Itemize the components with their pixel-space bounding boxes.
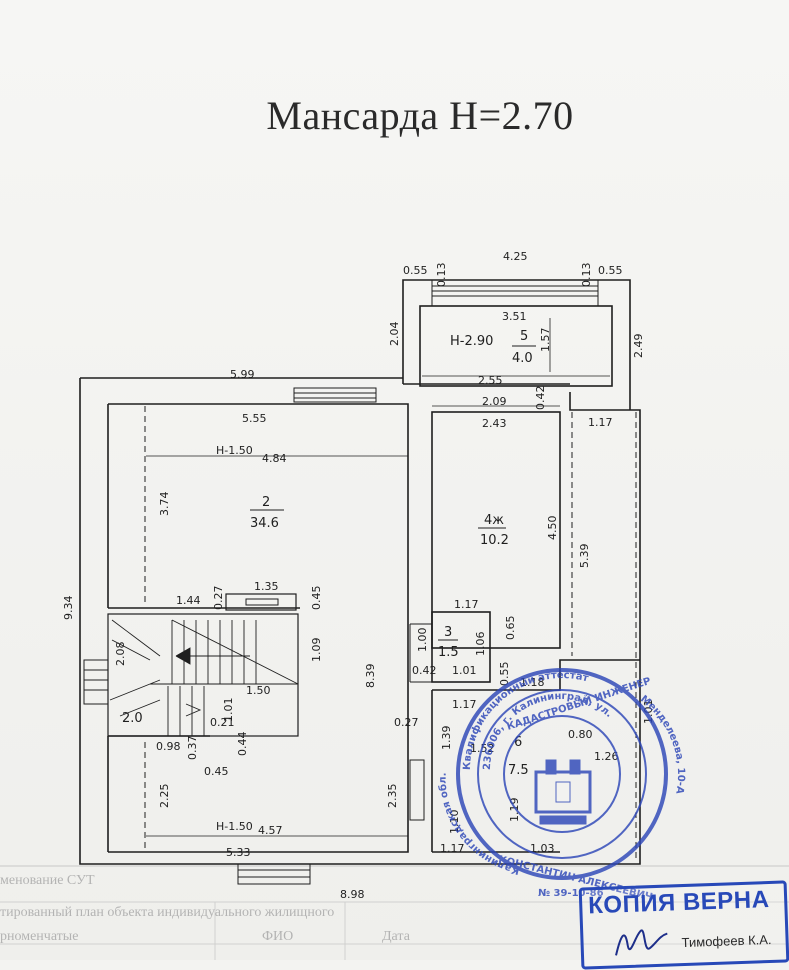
dim-8-39: 8.39 [364, 664, 377, 689]
room-1-area: 2.0 [122, 711, 143, 726]
copy-verified-label: КОПИЯ ВЕРНА [587, 886, 770, 920]
staircase [109, 619, 299, 736]
dim-0-55-left: 0.55 [403, 264, 428, 277]
room-3-wall [431, 611, 491, 683]
dim-1-01-a: 1.01 [222, 698, 235, 723]
dim-0-27-a: 0.27 [212, 586, 225, 611]
dim-1-01-b: 1.01 [452, 664, 477, 677]
dim-0-27-b: 0.27 [394, 716, 419, 729]
dim-0-44: 0.44 [236, 732, 249, 757]
dim-0-42: 0.42 [534, 386, 547, 411]
dim-0-80: 0.80 [568, 728, 593, 741]
room-2-area: 34.6 [250, 516, 279, 531]
dim-2-55: 2.55 [478, 374, 503, 387]
room-4-number: 4ж [484, 513, 504, 528]
dim-5-99: 5.99 [230, 368, 255, 381]
dim-h150-top: Н-1.50 [216, 444, 253, 457]
dim-1-17-mid: 1.17 [454, 598, 479, 611]
dim-3-51: 3.51 [502, 310, 527, 323]
dim-1-57: 1.57 [539, 328, 552, 353]
walls [79, 279, 641, 885]
dim-4-50: 4.50 [546, 516, 559, 541]
dim-2-49: 2.49 [632, 334, 645, 359]
footer-table: менование СУТ тированный план объекта ин… [0, 865, 789, 960]
dim-1-17-low: 1.17 [452, 698, 477, 711]
dimension-labels: 4.25 0.55 0.13 0.13 0.55 3.51 Н-2.90 5 4… [62, 250, 655, 901]
copy-verified-stamp: КОПИЯ ВЕРНА Тимофеев К.А. [578, 880, 789, 970]
dim-0-65: 0.65 [504, 616, 517, 641]
room-3-number: 3 [444, 625, 452, 640]
dim-1-50: 1.50 [246, 684, 271, 697]
room-2-wall [108, 403, 409, 853]
room-6-area: 7.5 [508, 763, 529, 778]
dim-5-39: 5.39 [578, 544, 591, 569]
dim-1-10: 1.10 [448, 810, 461, 835]
dim-4-25: 4.25 [503, 250, 528, 263]
balcony-outer-wall [402, 279, 631, 410]
room-5-number: 5 [520, 329, 528, 344]
footer-line-3: рноменчатые [0, 929, 78, 944]
room-2-number: 2 [262, 495, 270, 510]
footer-line-2: тированный план объекта индивидуального … [0, 905, 334, 920]
balcony-inner-wall [419, 305, 613, 387]
dim-0-13-right: 0.13 [580, 263, 593, 288]
stamp-license: № 39-10-86 [538, 888, 604, 899]
dim-8-98: 8.98 [340, 888, 365, 901]
dim-1-18: 1.18 [520, 676, 545, 689]
dim-4-57: 4.57 [258, 824, 283, 837]
footer-col-date: Дата [382, 929, 411, 944]
page-title: Мансарда Н=2.70 [266, 93, 574, 138]
dim-0-21: 0.21 [210, 716, 235, 729]
dim-5-33: 5.33 [226, 846, 251, 859]
room-4-area: 10.2 [480, 533, 509, 548]
dim-1-17-top: 1.17 [588, 416, 613, 429]
dim-2-43: 2.43 [482, 417, 507, 430]
dim-2-08: 2.08 [114, 642, 127, 667]
dim-0-13-left: 0.13 [435, 263, 448, 288]
room-5-area: 4.0 [512, 351, 533, 366]
dim-1-06: 1.06 [474, 632, 487, 657]
dim-2-04: 2.04 [388, 322, 401, 347]
dim-2-35: 2.35 [386, 784, 399, 809]
footer-col-fio: ФИО [262, 929, 293, 944]
copy-verified-name: Тимофеев К.А. [681, 931, 772, 951]
dim-0-45-b: 0.45 [204, 765, 229, 778]
dim-1-09: 1.09 [310, 638, 323, 663]
dim-0-37: 0.37 [186, 736, 199, 761]
room-6-number: 6 [514, 735, 522, 750]
footer-line-1: менование СУТ [0, 873, 95, 888]
dim-1-39: 1.39 [440, 726, 453, 751]
room-4-wall [431, 411, 561, 649]
dim-1-17-bottom: 1.17 [440, 842, 465, 855]
dim-1-00: 1.00 [416, 628, 429, 653]
room-6-wall [432, 659, 640, 691]
castle-emblem-icon [534, 759, 592, 825]
room-3-area: 1.5 [438, 645, 459, 660]
dim-5-55: 5.55 [242, 412, 267, 425]
balcony-height: Н-2.90 [450, 334, 493, 349]
dim-h150-bottom: Н-1.50 [216, 820, 253, 833]
dim-2-25: 2.25 [158, 784, 171, 809]
outer-wall [79, 378, 641, 865]
dim-2-09: 2.09 [482, 395, 507, 408]
dim-1-26: 1.26 [594, 750, 619, 763]
dim-1-35: 1.35 [254, 580, 279, 593]
dim-3-74: 3.74 [158, 492, 171, 517]
dashed-lines [144, 406, 637, 860]
dim-0-55-right: 0.55 [598, 264, 623, 277]
dim-0-98: 0.98 [156, 740, 181, 753]
dim-0-55-c: 0.55 [498, 662, 511, 687]
dim-1-44: 1.44 [176, 594, 201, 607]
signature-icon [615, 929, 668, 956]
dim-4-84: 4.84 [262, 452, 287, 465]
dim-0-42-b: 0.42 [412, 664, 437, 677]
dim-9-34: 9.34 [62, 596, 75, 621]
dimension-lines [146, 318, 610, 837]
dim-0-45-a: 0.45 [310, 586, 323, 611]
dim-1-03: 1.03 [530, 842, 555, 855]
